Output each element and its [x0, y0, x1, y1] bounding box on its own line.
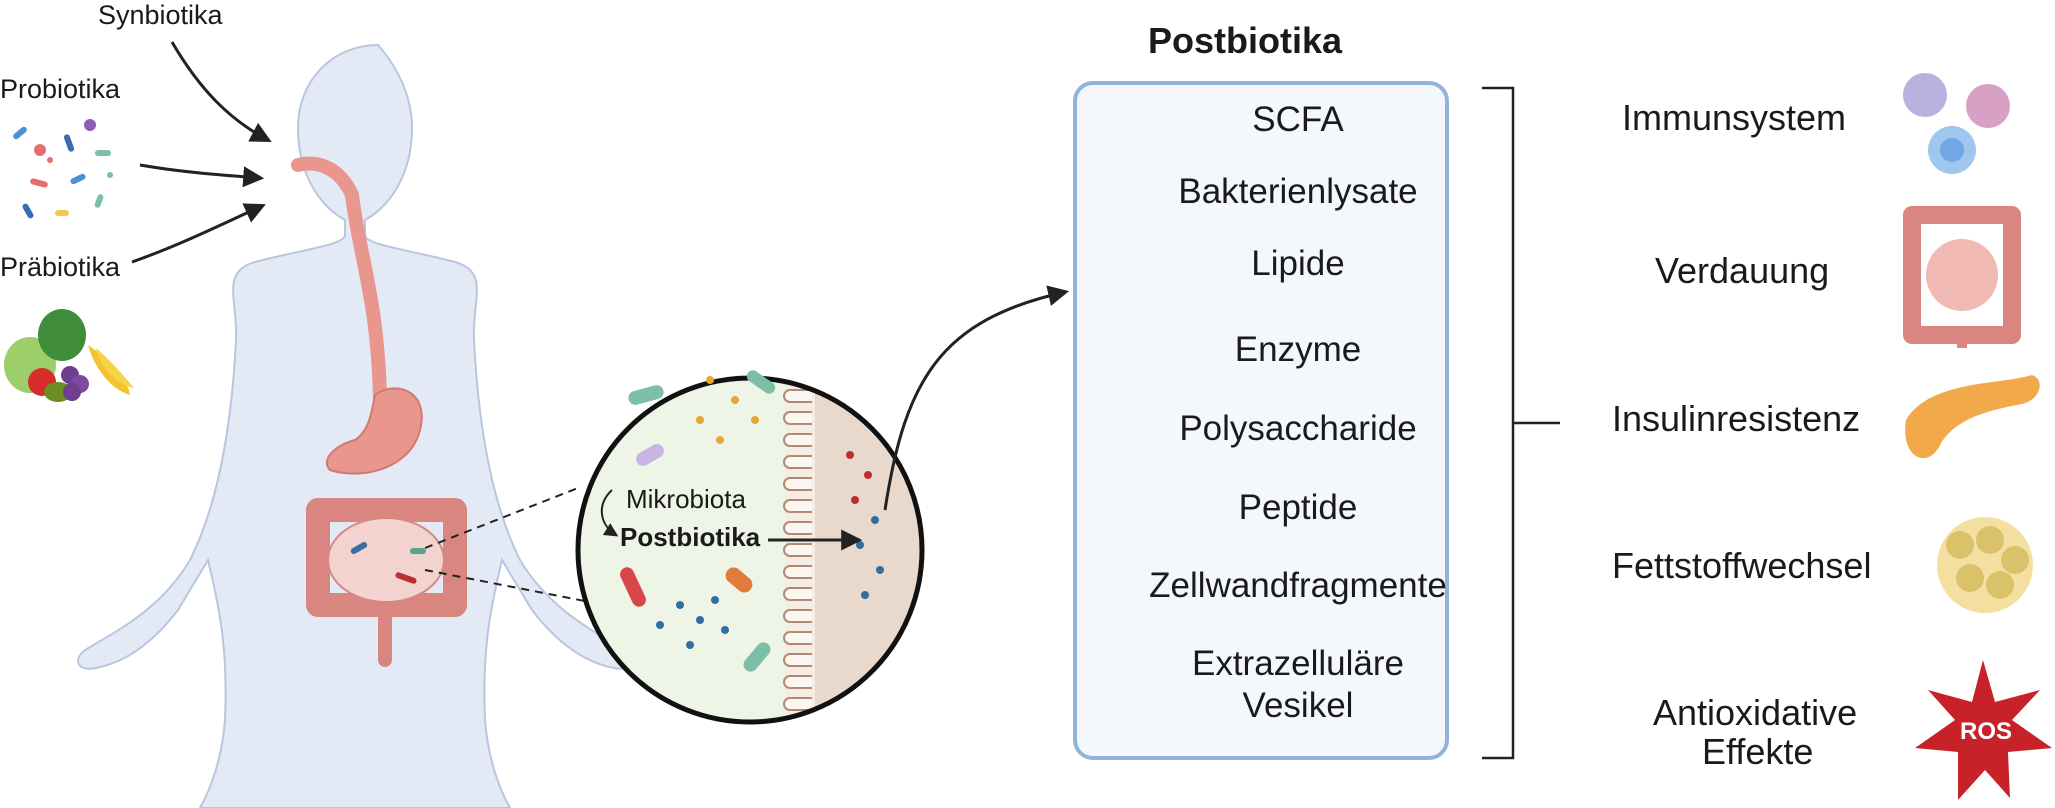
villus: [783, 653, 812, 667]
digestion-icon: [1903, 206, 2021, 348]
villus: [783, 697, 812, 711]
postbiotika-item-zellwandfragmente: Zellwandfragmente: [1149, 566, 1447, 605]
villus: [783, 499, 812, 513]
synbiotika-arrow: [170, 41, 272, 142]
effect-antioxidative-line2: Effekte: [1702, 731, 1814, 772]
fat-cells-icon: [1937, 517, 2033, 613]
villus: [783, 587, 812, 601]
postbiotika-item-polysaccharide: Polysaccharide: [1179, 409, 1417, 448]
human-body-figure: [77, 43, 633, 808]
esophagus: [345, 188, 387, 407]
small-intestine: [327, 517, 445, 603]
villus: [783, 477, 812, 491]
villus: [783, 433, 812, 447]
ros-label: ROS: [1960, 718, 2013, 745]
villus: [783, 609, 812, 623]
villi: [783, 378, 812, 711]
immune-cells-icon: [1903, 73, 2010, 174]
gut-zoom-circle: [575, 370, 925, 725]
villus: [783, 389, 812, 403]
ros-star-icon: [1915, 660, 2052, 800]
villus: [783, 565, 812, 579]
postbiotika-box: [1073, 81, 1449, 760]
effect-insulinresistenz: Insulinresistenz: [1612, 398, 1861, 439]
villus: [783, 631, 812, 645]
villus: [783, 521, 812, 535]
postbiotika-item-peptide: Peptide: [1238, 488, 1358, 527]
mikrobiota-cycle-arrow: [601, 489, 619, 537]
villus: [783, 378, 812, 381]
prabiotika-arrow: [131, 203, 266, 264]
postbiotika-item-scfa: SCFA: [1252, 100, 1344, 139]
prabiotika-label: Präbiotika: [0, 252, 121, 282]
postbiotika-item-lipide: Lipide: [1251, 244, 1345, 283]
prebiotics-vegetables-icon: [4, 309, 134, 402]
zoom-postbiotika-label: Postbiotika: [620, 522, 761, 552]
pancreas-icon: [1905, 375, 2040, 459]
probiotics-bacteria-icon: [13, 119, 113, 219]
effect-verdauung: Verdauung: [1655, 250, 1830, 291]
synbiotika-label: Synbiotika: [98, 0, 223, 30]
villus: [783, 675, 812, 689]
villus: [783, 411, 812, 425]
postbiotika-title: Postbiotika: [1148, 20, 1343, 61]
stomach: [325, 387, 423, 475]
probiotika-arrow: [139, 163, 265, 188]
villus: [783, 543, 812, 557]
box-arrow: [883, 285, 1070, 511]
postbiotika-item-vesikel: Vesikel: [1242, 686, 1354, 725]
throat: [291, 156, 359, 202]
postbiotika-item-extrazellulare: Extrazelluläre: [1191, 644, 1405, 683]
mikrobiota-label: Mikrobiota: [626, 484, 746, 514]
postbiotika-item-bakterienlysate: Bakterienlysate: [1178, 172, 1418, 211]
effect-antioxidative-line1: Antioxidative: [1653, 692, 1858, 733]
probiotika-label: Probiotika: [0, 74, 121, 104]
large-intestine: [306, 498, 467, 617]
effect-immunsystem: Immunsystem: [1622, 97, 1847, 138]
body-silhouette: [77, 43, 633, 808]
postbiotika-item-enzyme: Enzyme: [1234, 330, 1362, 369]
villus: [783, 455, 812, 469]
effect-fettstoffwechsel: Fettstoffwechsel: [1612, 545, 1872, 586]
zoom-line-bottom: [424, 569, 591, 603]
